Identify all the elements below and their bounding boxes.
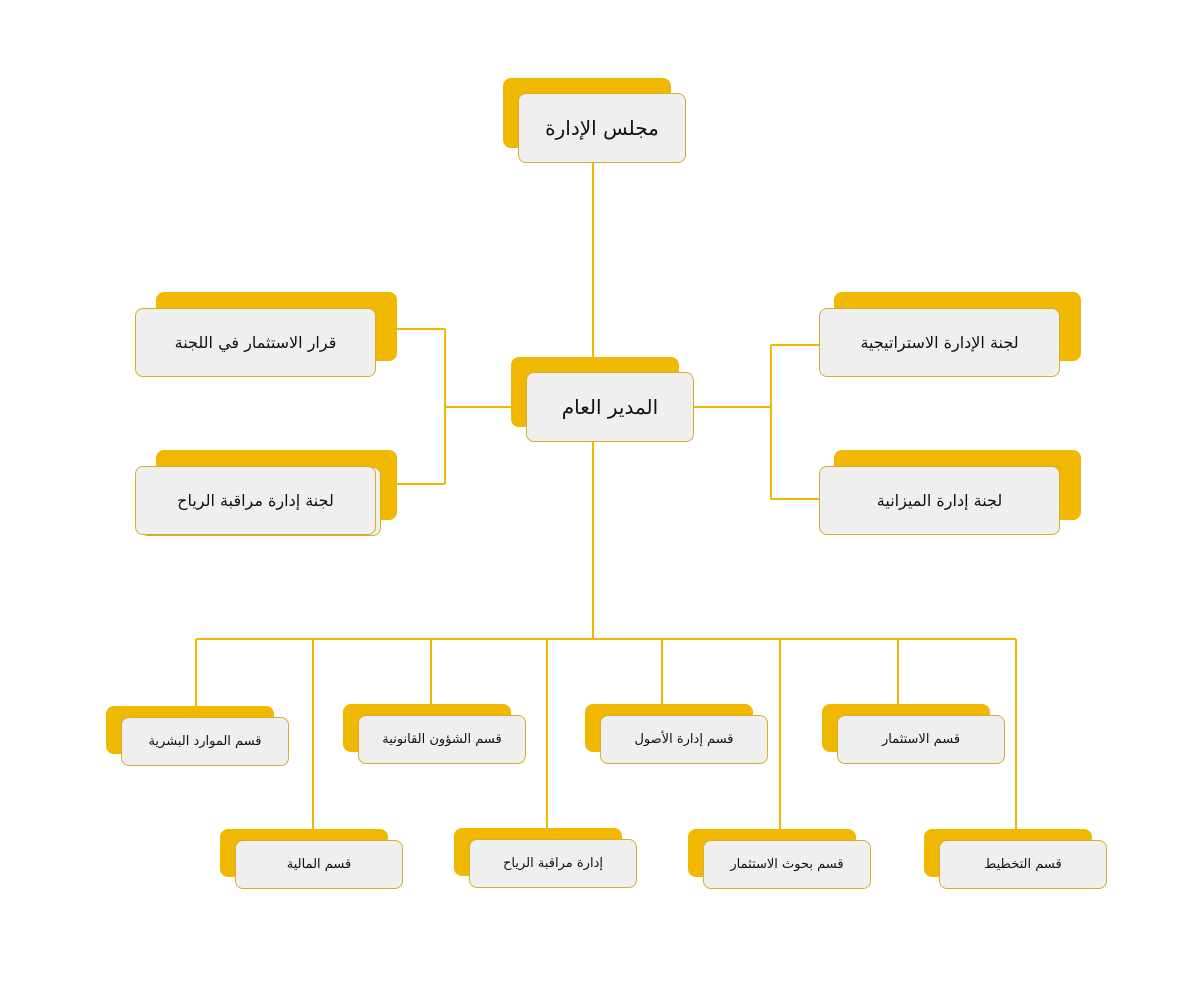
committee-strategic-management-label: لجنة الإدارة الاستراتيجية <box>819 308 1060 377</box>
ceo-node[interactable]: المدير العام <box>511 357 694 442</box>
committee-risk-monitoring-label: لجنة إدارة مراقبة الرياح <box>135 466 376 535</box>
ceo-label: المدير العام <box>526 372 694 442</box>
committee-budget-management-label: لجنة إدارة الميزانية <box>819 466 1060 535</box>
committee-investment-decision-node[interactable]: قرار الاستثمار في اللجنة <box>135 292 397 377</box>
dept-investment-research-node[interactable]: قسم بحوث الاستثمار <box>688 829 871 889</box>
dept-planning-node[interactable]: قسم التخطيط <box>924 829 1107 889</box>
dept-human-resources-label: قسم الموارد البشرية <box>121 717 289 766</box>
dept-asset-management-label: قسم إدارة الأصول <box>600 715 768 764</box>
board-label: مجلس الإدارة <box>518 93 686 163</box>
dept-finance-node[interactable]: قسم المالية <box>220 829 403 889</box>
committee-budget-management-node[interactable]: لجنة إدارة الميزانية <box>819 450 1081 535</box>
dept-investment-label: قسم الاستثمار <box>837 715 1005 764</box>
dept-finance-label: قسم المالية <box>235 840 403 889</box>
committee-investment-decision-label: قرار الاستثمار في اللجنة <box>135 308 376 377</box>
dept-asset-management-node[interactable]: قسم إدارة الأصول <box>585 704 768 764</box>
dept-investment-node[interactable]: قسم الاستثمار <box>822 704 1005 764</box>
dept-legal-affairs-label: قسم الشؤون القانونية <box>358 715 526 764</box>
dept-investment-research-label: قسم بحوث الاستثمار <box>703 840 871 889</box>
dept-risk-monitoring-admin-node[interactable]: إدارة مراقبة الرياح <box>454 828 637 888</box>
dept-risk-monitoring-admin-label: إدارة مراقبة الرياح <box>469 839 637 888</box>
committee-risk-monitoring-node[interactable]: لجنة إدارة مراقبة الرياح <box>135 450 397 536</box>
committee-strategic-management-node[interactable]: لجنة الإدارة الاستراتيجية <box>819 292 1081 377</box>
dept-planning-label: قسم التخطيط <box>939 840 1107 889</box>
dept-legal-affairs-node[interactable]: قسم الشؤون القانونية <box>343 704 526 764</box>
dept-human-resources-node[interactable]: قسم الموارد البشرية <box>106 706 289 766</box>
board-node[interactable]: مجلس الإدارة <box>503 78 686 163</box>
